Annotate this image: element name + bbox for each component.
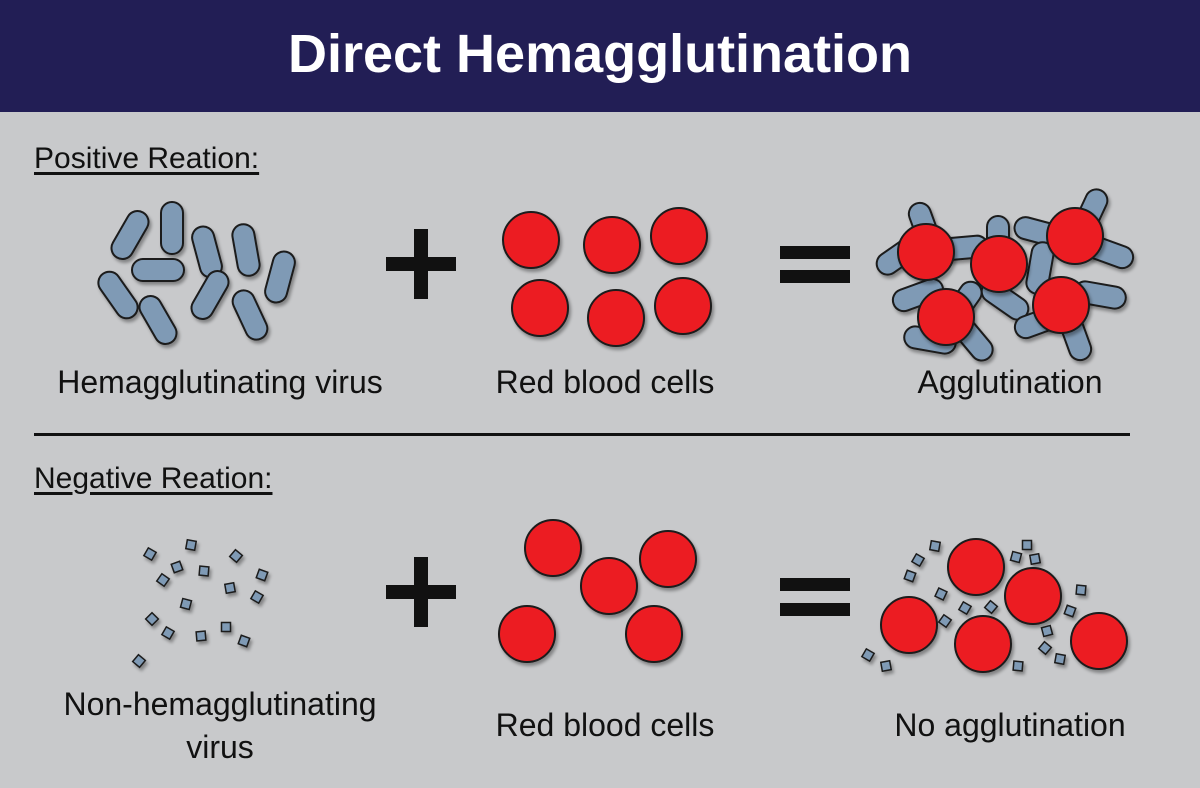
plus-icon [386,229,456,299]
agglutination-caption: Agglutination [917,364,1103,400]
virus-particle [1028,552,1042,566]
virus-particle [220,621,232,633]
red-blood-cell [650,207,708,265]
virus-particle [237,634,251,648]
no-agglutination-rbc-group [880,538,1128,673]
red-blood-cell [897,223,955,281]
virus-particle [255,568,269,582]
virus-particle [264,250,296,304]
no-agglutination-caption: No agglutination [894,707,1126,743]
virus-particle [160,625,176,641]
positive-reaction-label: Positive Reation: [34,142,260,175]
virus-particle [131,653,147,669]
negative-rbc-group [498,519,697,663]
red-blood-cell [954,615,1012,673]
red-blood-cell [580,557,638,615]
virus-particle [879,659,893,673]
virus-particle [228,548,244,564]
positive-rbc-group [502,207,712,347]
red-blood-cell [524,519,582,577]
red-blood-cell [880,596,938,654]
virus-particle [138,295,178,345]
virus-particle [160,201,184,255]
virus-particle [190,270,230,320]
red-blood-cell [1004,567,1062,625]
red-blood-cell [1070,612,1128,670]
virus-particle [170,560,184,574]
red-blood-cell [587,289,645,347]
virus-particle [1012,660,1024,672]
virus-particle [957,600,973,616]
virus-particle [142,546,158,562]
virus-particle [179,597,193,611]
virus-particle [223,581,237,595]
page-title: Direct Hemagglutination [287,24,913,84]
virus-particle [903,569,917,583]
virus-particle [1053,652,1067,666]
red-blood-cell [654,277,712,335]
non-hemagglutinating-virus-group [131,538,269,669]
red-blood-cell [947,538,1005,596]
virus-particle [249,589,265,605]
red-blood-cell [498,605,556,663]
agglutination-virus-bridges [875,188,1135,362]
no-agglutination-virus-group [860,539,1087,673]
virus-particle [155,572,171,588]
virus-particle [1063,604,1077,618]
negative-reaction-label: Negative Reation: [34,462,273,495]
section-divider [34,433,1130,436]
virus-particle [131,258,185,282]
red-blood-cell [625,605,683,663]
non-hemagglutinating-virus-caption-line1: Non-hemagglutinating [63,686,377,722]
red-blood-cell [970,235,1028,293]
equals-icon [780,578,850,616]
virus-particle [1040,624,1054,638]
red-blood-cell [1032,276,1090,334]
red-blood-cell [511,279,569,337]
virus-particle [860,647,876,663]
virus-particle [983,599,999,615]
non-hemagglutinating-virus-caption-line2: virus [186,729,254,765]
negative-rbc-caption: Red blood cells [495,707,715,743]
virus-particle [231,223,261,277]
virus-particle [1075,584,1087,596]
hemagglutinating-virus-group [97,201,296,345]
virus-particle [910,552,926,568]
virus-particle [1021,539,1033,551]
virus-particle [937,613,953,629]
virus-particle [144,611,160,627]
plus-icon [386,557,456,627]
red-blood-cell [502,211,560,269]
virus-particle [195,630,207,642]
virus-particle [1037,640,1053,656]
red-blood-cell [639,530,697,588]
hemagglutinating-virus-caption: Hemagglutinating virus [57,364,383,400]
agglutination-rbc-group [897,207,1104,346]
virus-particle [184,538,198,552]
virus-particle [934,587,948,601]
red-blood-cell [917,288,975,346]
equals-icon [780,246,850,283]
red-blood-cell [583,216,641,274]
virus-particle [928,539,942,553]
title-banner [0,0,1200,112]
virus-particle [110,210,150,260]
virus-particle [1009,550,1023,564]
positive-rbc-caption: Red blood cells [495,364,715,400]
virus-particle [231,289,269,341]
virus-particle [97,270,139,320]
virus-particle [198,565,210,577]
red-blood-cell [1046,207,1104,265]
